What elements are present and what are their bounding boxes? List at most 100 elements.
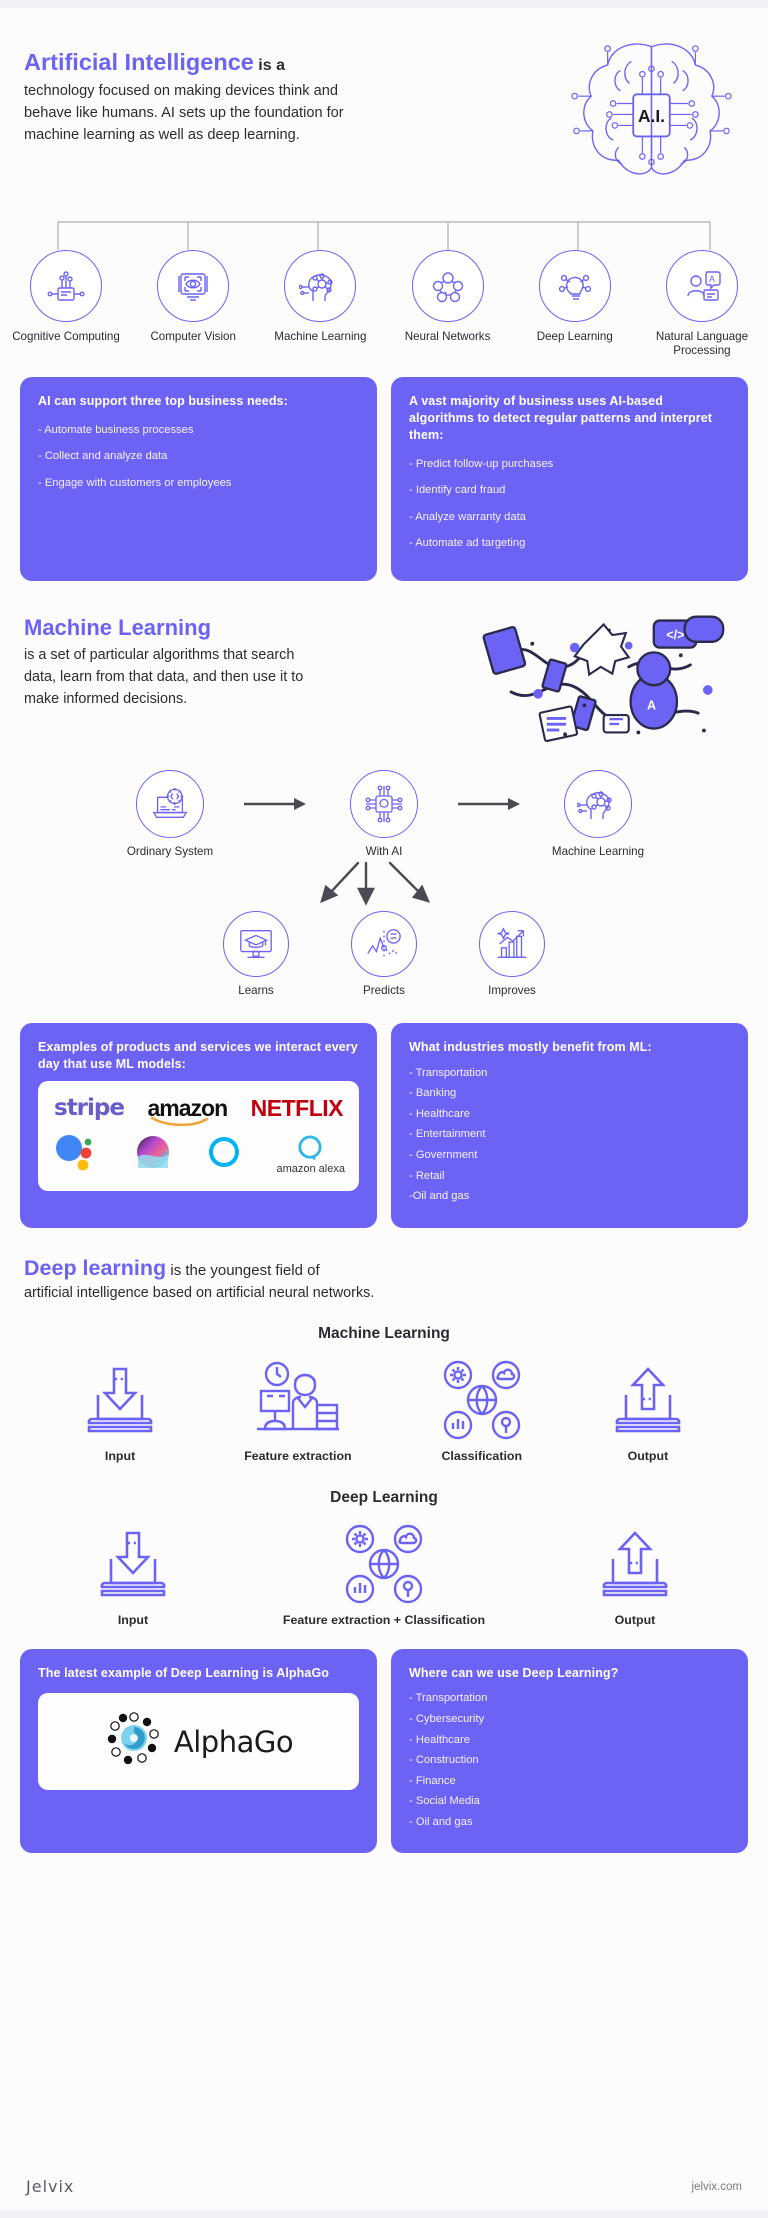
ai-algorithms-card: A vast majority of business uses AI-base…	[391, 376, 748, 581]
list-item: - Predict follow-up purchases	[409, 457, 554, 470]
card-title: A vast majority of business uses AI-base…	[409, 393, 713, 442]
branch-item-deep-learning[interactable]: Deep Learning	[519, 250, 631, 359]
alphago-card: The latest example of Deep Learning is A…	[20, 1648, 377, 1854]
list-item: - Engage with customers or employees	[38, 476, 232, 489]
google-assistant-logo	[52, 1132, 102, 1177]
flow-label: Ordinary System	[126, 844, 214, 858]
branch-label: Natural Language Processing	[655, 330, 749, 358]
outcome-predicts[interactable]: Predicts	[328, 911, 440, 998]
branch-label: Neural Networks	[404, 330, 491, 343]
machine-learning-icon	[284, 250, 357, 322]
pipeline-dl: Input	[24, 1521, 744, 1627]
pipeline-step-output-dl[interactable]: Output	[599, 1521, 671, 1627]
card-list: - Automate business processes - Collect …	[38, 423, 359, 491]
outcome-learns[interactable]: Learns	[200, 911, 312, 998]
brand-logos-row-2: amazon alexa	[48, 1122, 349, 1181]
branch-item-computer-vision[interactable]: Computer Vision	[137, 250, 249, 359]
pipeline-step-input-dl[interactable]: Input	[97, 1521, 169, 1627]
laptop-code-gear-icon	[136, 769, 204, 838]
brand-logos-box: stripe amazon NETFLIX	[38, 1080, 359, 1191]
flow-node-with-ai[interactable]: With AI	[328, 769, 440, 859]
pipeline-step-label: Output	[614, 1612, 656, 1627]
list-item: - Social Media	[409, 1795, 480, 1808]
bottom-divider	[0, 2210, 768, 2218]
ml-cards-row: Examples of products and services we int…	[0, 1022, 768, 1228]
ai-heading-rest: is a	[253, 57, 285, 74]
card-title: AI can support three top business needs:	[38, 393, 288, 408]
dl-usecases-card: Where can we use Deep Learning? - Transp…	[391, 1648, 748, 1854]
deep-learning-icon	[538, 250, 611, 322]
ai-branch-icons: Cognitive Computing Computer Vision	[0, 250, 768, 359]
ml-outcomes-row: Learns Predicts	[0, 911, 768, 998]
pipeline-step-label: Feature extraction + Classification	[282, 1612, 486, 1627]
list-item: - Transportation	[409, 1066, 488, 1079]
siri-logo	[133, 1132, 173, 1177]
monitor-graduation-cap-icon	[223, 911, 289, 978]
list-item: - Government	[409, 1148, 478, 1161]
ai-heading-accent: Artificial Intelligence	[24, 49, 254, 75]
laptop-upload-icon	[599, 1521, 671, 1605]
list-item: - Healthcare	[409, 1733, 470, 1746]
card-list: - Transportation - Cybersecurity - Healt…	[409, 1691, 730, 1829]
website-url[interactable]: jelvix.com	[691, 2180, 742, 2193]
branch-item-neural-networks[interactable]: Neural Networks	[392, 250, 504, 359]
pipeline-step-classification[interactable]: Classification	[440, 1357, 524, 1463]
dl-intro-section: Deep learning is the youngest field of a…	[0, 1228, 768, 1627]
list-item: - Oil and gas	[409, 1815, 473, 1828]
alexa-logo-wrap: amazon alexa	[274, 1133, 345, 1175]
branch-item-cognitive-computing[interactable]: Cognitive Computing	[10, 250, 122, 359]
pipeline-step-feature-extraction[interactable]: Feature extraction	[244, 1357, 352, 1463]
dl-heading: Deep learning is the youngest field of	[24, 1254, 744, 1283]
person-workstation-icon	[244, 1357, 351, 1441]
ml-industries-card: What industries mostly benefit from ML: …	[391, 1022, 748, 1228]
flow-node-machine-learning[interactable]: Machine Learning	[542, 769, 654, 859]
pipeline-step-label: Feature extraction	[244, 1448, 352, 1463]
list-item: - Banking	[409, 1087, 457, 1100]
flow-node-ordinary-system[interactable]: Ordinary System	[114, 769, 226, 859]
branch-label: Computer Vision	[150, 330, 236, 343]
stripe-logo: stripe	[54, 1095, 125, 1122]
growth-chart-icon	[479, 911, 545, 978]
alphago-logo-box: AlphaGo	[38, 1693, 359, 1791]
laptop-download-icon	[97, 1521, 169, 1605]
card-title: Where can we use Deep Learning?	[409, 1665, 619, 1680]
ai-intro-copy: Artificial Intelligence is a technology …	[24, 34, 354, 146]
pipeline-step-input[interactable]: Input	[84, 1357, 156, 1463]
pipeline-step-feature-classification[interactable]: Feature extraction + Classification	[283, 1521, 485, 1627]
pipeline-title-ml: Machine Learning	[318, 1324, 450, 1342]
alexa-label: amazon alexa	[276, 1163, 345, 1176]
svg-text:A: A	[647, 698, 656, 712]
list-item: - Identify card fraud	[409, 484, 506, 497]
card-list: - Predict follow-up purchases - Identify…	[409, 457, 730, 551]
top-divider	[0, 0, 768, 8]
netflix-logo: NETFLIX	[250, 1094, 344, 1121]
ml-heading: Machine Learning	[24, 614, 212, 640]
chart-prediction-icon	[351, 911, 417, 978]
ai-chip-label: A.I.	[638, 106, 665, 126]
classification-nodes-icon	[440, 1357, 524, 1441]
card-list: - Transportation - Banking - Healthcare …	[409, 1066, 730, 1204]
branch-item-natural-language-processing[interactable]: A Natural Language Processing	[646, 250, 758, 359]
cortana-logo	[204, 1132, 244, 1177]
list-item: - Entertainment	[409, 1128, 486, 1141]
svg-text:A: A	[709, 274, 715, 284]
arrow-right-icon	[244, 770, 310, 838]
ml-intro-section: Machine Learning is a set of particular …	[0, 581, 768, 744]
natural-language-processing-icon: A	[665, 250, 738, 322]
branch-item-machine-learning[interactable]: Machine Learning	[264, 250, 376, 359]
pipeline-ml: Input	[24, 1357, 744, 1463]
footer: Jelvix jelvix.com	[0, 2177, 768, 2196]
branch-label: Machine Learning	[274, 330, 367, 343]
neural-networks-icon	[411, 250, 484, 322]
fan-arrows	[0, 861, 768, 911]
ml-intro-body: is a set of particular algorithms that s…	[24, 646, 304, 707]
dl-intro-body: artificial intelligence based on artific…	[24, 1284, 375, 1301]
outcome-improves[interactable]: Improves	[456, 911, 568, 998]
pipeline-step-output[interactable]: Output	[612, 1357, 684, 1463]
list-item: - Analyze warranty data	[409, 510, 526, 523]
arrow-right-icon	[458, 770, 524, 838]
laptop-upload-icon	[612, 1357, 684, 1441]
ai-business-needs-card: AI can support three top business needs:…	[20, 376, 377, 581]
outcome-label: Learns	[238, 984, 274, 998]
